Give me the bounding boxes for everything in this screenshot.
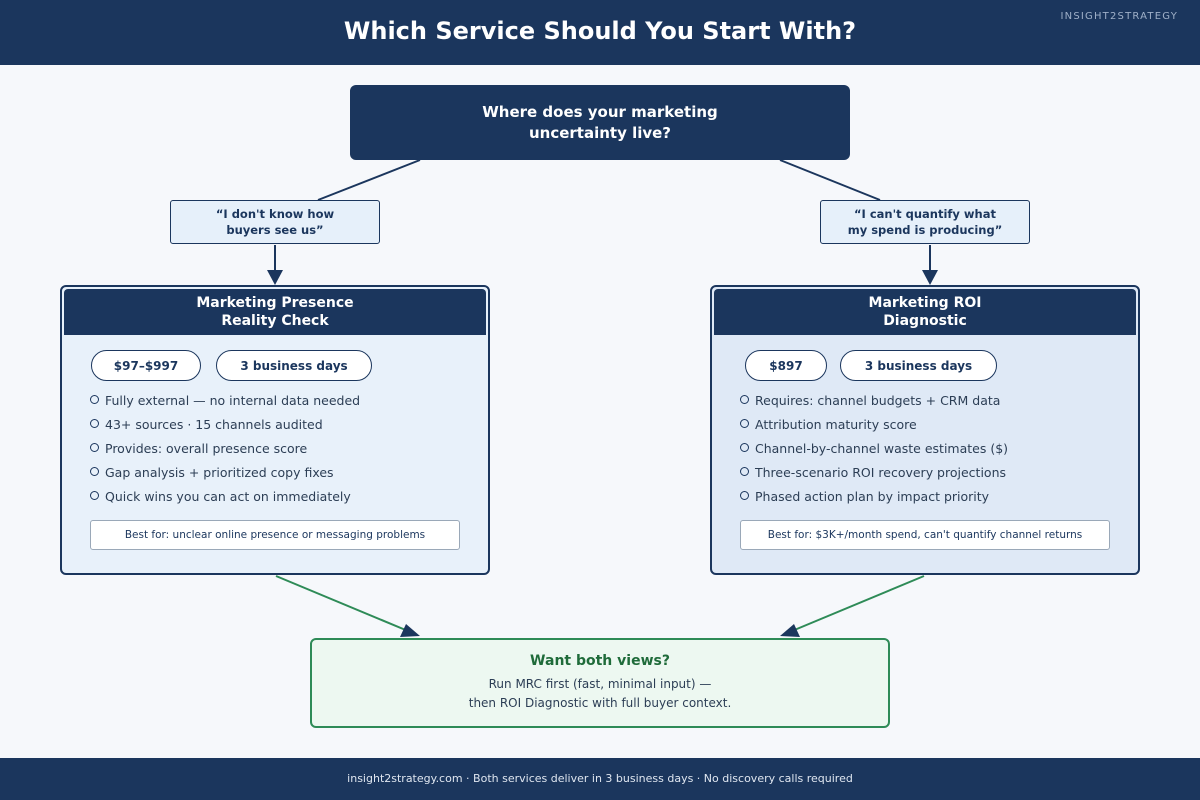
- answer-right: “I can't quantify what my spend is produ…: [820, 200, 1030, 244]
- circle-bullet-icon: [740, 419, 749, 428]
- circle-bullet-icon: [90, 395, 99, 404]
- feature-list-roi: Requires: channel budgets + CRM data Att…: [740, 391, 1008, 511]
- arrowhead-both-left: [400, 624, 420, 637]
- list-item: Attribution maturity score: [740, 415, 1008, 439]
- brand-label: INSIGHT2STRATEGY: [1060, 11, 1178, 22]
- circle-bullet-icon: [740, 443, 749, 452]
- answer-left: “I don't know how buyers see us”: [170, 200, 380, 244]
- list-item: Requires: channel budgets + CRM data: [740, 391, 1008, 415]
- question-line-2: uncertainty live?: [528, 123, 672, 142]
- circle-bullet-icon: [740, 395, 749, 404]
- both-views-line-1: Run MRC first (fast, minimal input) —: [488, 677, 712, 691]
- service-mrc-title-line-1: Marketing Presence: [196, 295, 354, 311]
- both-views-line-2: then ROI Diagnostic with full buyer cont…: [468, 696, 732, 710]
- answer-right-line-1: “I can't quantify what: [853, 207, 996, 221]
- service-card-roi: Marketing ROI Diagnostic $897 3 business…: [710, 285, 1140, 575]
- connector-right-card-to-both: [791, 575, 925, 632]
- circle-bullet-icon: [90, 443, 99, 452]
- list-item: Provides: overall presence score: [90, 439, 360, 463]
- page-title: Which Service Should You Start With?: [343, 17, 857, 45]
- best-for-roi: Best for: $3K+/month spend, can't quanti…: [740, 520, 1110, 550]
- feature-list-mrc: Fully external — no internal data needed…: [90, 391, 360, 511]
- best-for-mrc: Best for: unclear online presence or mes…: [90, 520, 460, 550]
- answer-right-line-2: my spend is producing”: [847, 223, 1003, 237]
- price-pill-mrc: $97–$997: [91, 350, 201, 381]
- price-pill-roi: $897: [745, 350, 827, 381]
- connector-left-card-to-both: [275, 575, 409, 632]
- service-roi-title-line-2: Diagnostic: [883, 313, 967, 329]
- header-bar: Which Service Should You Start With? INS…: [0, 0, 1200, 65]
- service-mrc-title-line-2: Reality Check: [221, 313, 329, 329]
- list-item: 43+ sources · 15 channels audited: [90, 415, 360, 439]
- service-card-roi-header: Marketing ROI Diagnostic: [714, 289, 1136, 335]
- circle-bullet-icon: [90, 491, 99, 500]
- circle-bullet-icon: [90, 419, 99, 428]
- turnaround-pill-roi: 3 business days: [840, 350, 997, 381]
- list-item: Three-scenario ROI recovery projections: [740, 463, 1008, 487]
- arrowhead-left-card: [267, 270, 283, 285]
- connector-question-to-right-answer: [779, 159, 881, 201]
- list-item: Fully external — no internal data needed: [90, 391, 360, 415]
- turnaround-pill-mrc: 3 business days: [216, 350, 372, 381]
- service-card-mrc: Marketing Presence Reality Check $97–$99…: [60, 285, 490, 575]
- list-item: Gap analysis + prioritized copy fixes: [90, 463, 360, 487]
- list-item: Quick wins you can act on immediately: [90, 487, 360, 511]
- circle-bullet-icon: [90, 467, 99, 476]
- question-box: Where does your marketing uncertainty li…: [350, 85, 850, 160]
- answer-left-line-1: “I don't know how: [215, 207, 335, 221]
- footer-text: insight2strategy.com · Both services del…: [347, 772, 853, 785]
- service-roi-title-line-1: Marketing ROI: [868, 295, 982, 311]
- list-item: Channel-by-channel waste estimates ($): [740, 439, 1008, 463]
- circle-bullet-icon: [740, 491, 749, 500]
- arrowhead-right-card: [922, 270, 938, 285]
- both-views-title: Want both views?: [530, 653, 670, 669]
- list-item: Phased action plan by impact priority: [740, 487, 1008, 511]
- service-card-mrc-header: Marketing Presence Reality Check: [64, 289, 486, 335]
- circle-bullet-icon: [740, 467, 749, 476]
- question-line-1: Where does your marketing: [482, 102, 718, 121]
- connector-question-to-left-answer: [317, 159, 421, 201]
- arrowhead-both-right: [780, 624, 800, 637]
- answer-left-line-2: buyers see us”: [226, 223, 324, 237]
- both-views-box: Want both views? Run MRC first (fast, mi…: [310, 638, 890, 728]
- footer-bar: insight2strategy.com · Both services del…: [0, 758, 1200, 800]
